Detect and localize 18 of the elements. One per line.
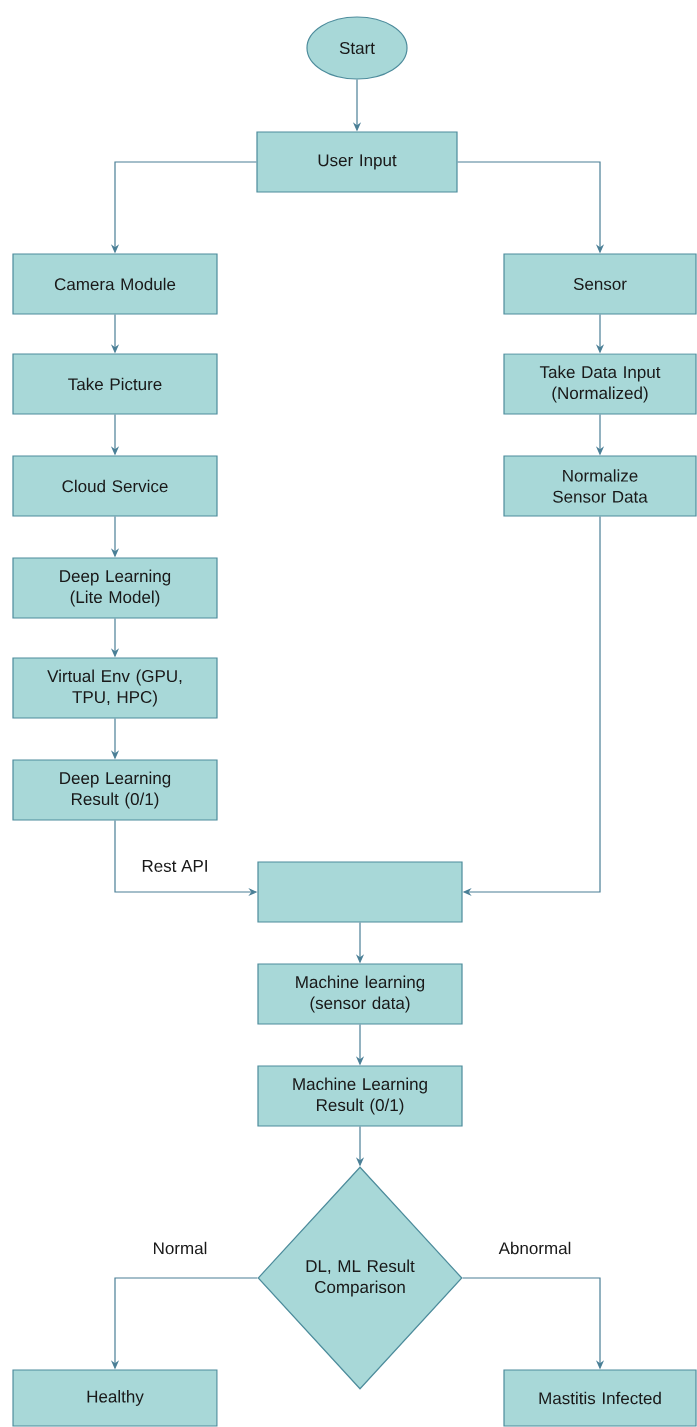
- box: [257, 861, 463, 923]
- process-box: Virtual Env (GPU, TPU, HPC): [12, 657, 218, 719]
- process-box: Camera Module: [12, 253, 218, 315]
- process-box: Cloud Service: [12, 455, 218, 517]
- process-box: Machine Learning Result (0/1): [257, 1065, 463, 1127]
- process-box: Deep Learning Result (0/1): [12, 759, 218, 821]
- process-box: Take Picture: [12, 353, 218, 415]
- process-box: Healthy: [12, 1369, 218, 1427]
- process-box: Take Data Input (Normalized): [503, 353, 697, 415]
- process-box: Mastitis Infected: [503, 1369, 697, 1427]
- edge-label: Normal: [150, 1239, 210, 1257]
- edge-label: Rest API: [139, 858, 211, 874]
- process-box: User Input: [256, 131, 458, 193]
- edge-label: Abnormal: [496, 1239, 574, 1257]
- process-box: Normalize Sensor Data: [503, 455, 697, 517]
- process-box: Deep Learning (Lite Model): [12, 557, 218, 619]
- process-box: Machine learning (sensor data): [257, 963, 463, 1025]
- process-box: Sensor: [503, 253, 697, 315]
